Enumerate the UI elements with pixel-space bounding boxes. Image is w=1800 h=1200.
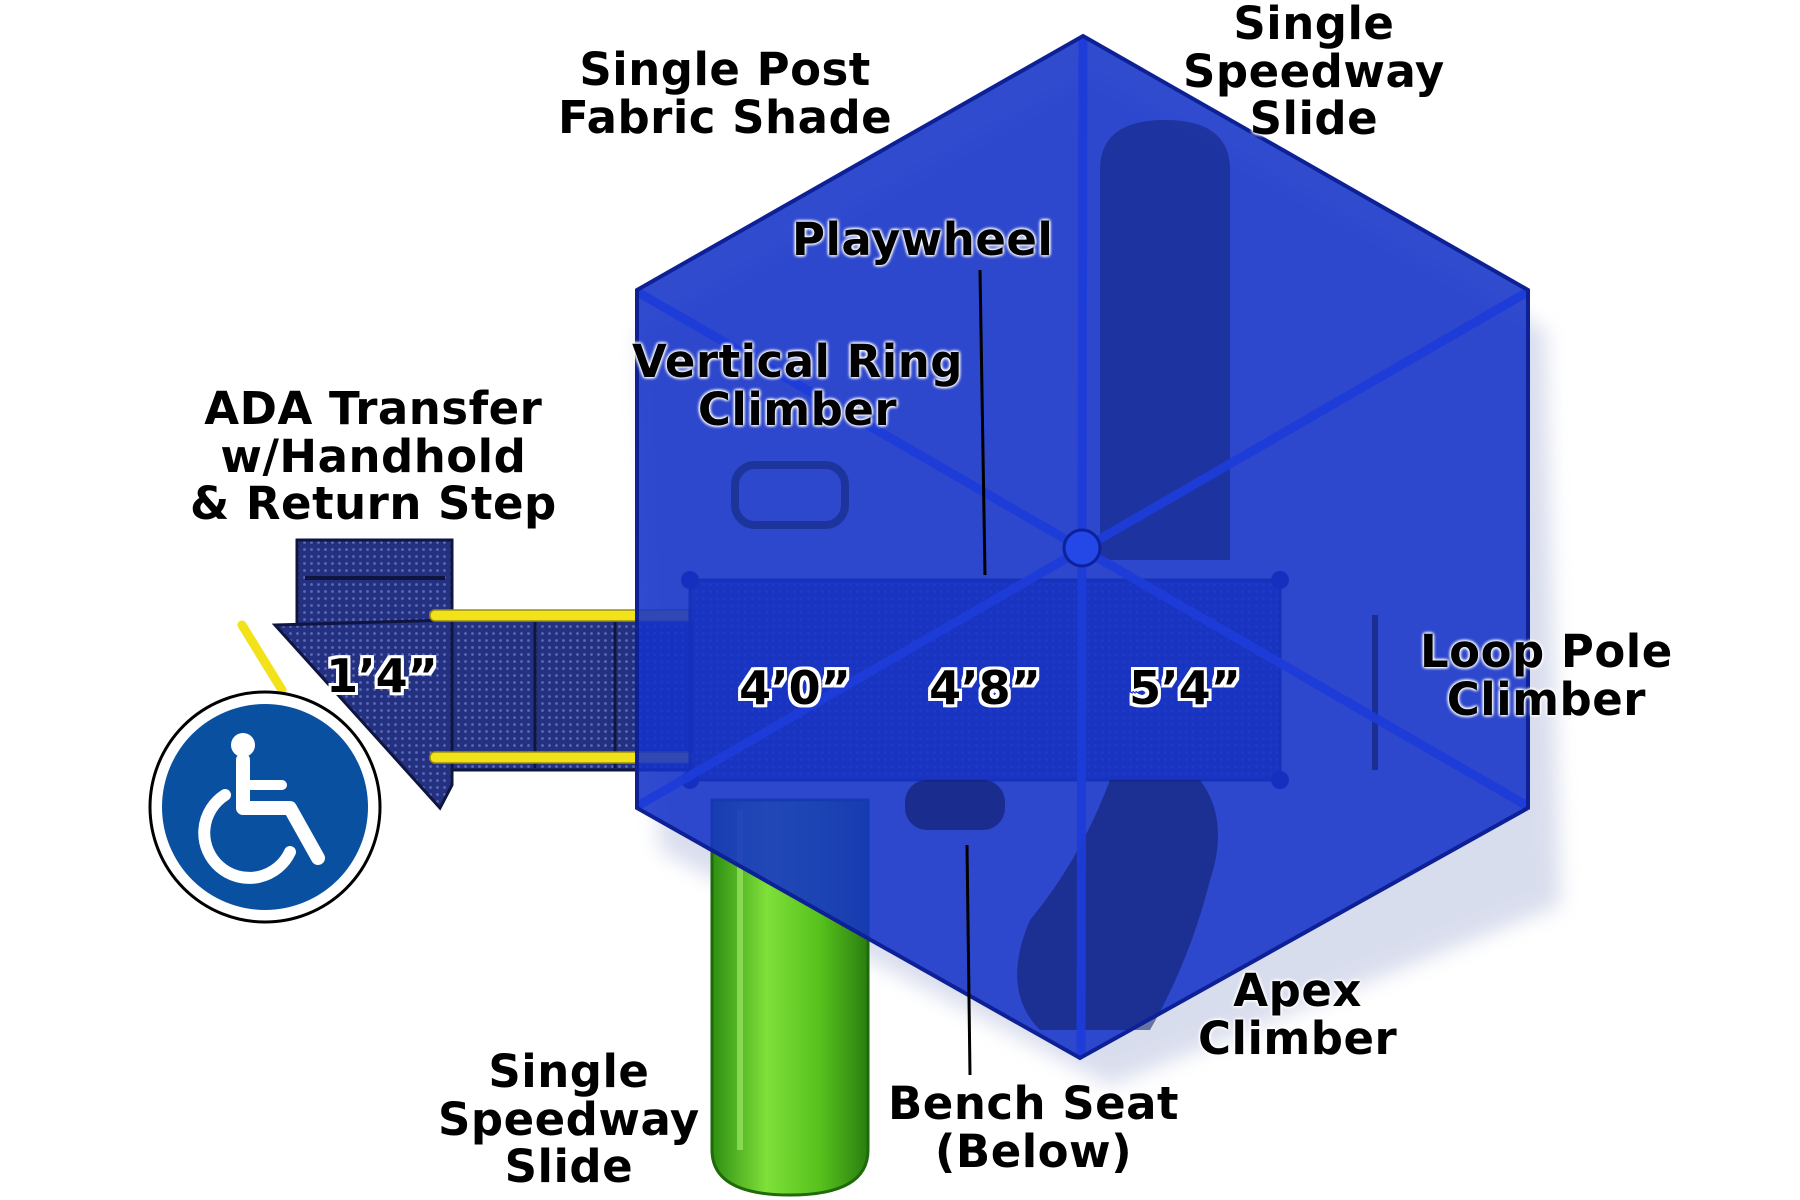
transfer-height: 1’4”	[326, 649, 438, 703]
transfer-handhold	[237, 620, 287, 695]
speedway-slide-top-label: Single Speedway Slide	[1183, 0, 1445, 146]
bench-seat	[905, 780, 1005, 830]
ada-transfer-label: ADA Transfer w/Handhold & Return Step	[190, 382, 557, 531]
top-speedway-slide	[1100, 120, 1230, 560]
bench-seat-leader	[965, 844, 972, 1076]
vertical-ring-climber	[731, 461, 849, 529]
return-step	[295, 538, 454, 637]
vertical-ring-climber-label: Vertical Ring Climber	[632, 335, 963, 436]
wheelchair-accessibility-icon	[148, 690, 382, 924]
fabric-shade-label: Single Post Fabric Shade	[558, 43, 893, 144]
transfer-deck	[271, 618, 454, 811]
bench-seat-label: Bench Seat (Below)	[888, 1077, 1180, 1178]
apex-climber	[1017, 780, 1218, 1030]
apex-climber-label: Apex Climber	[1198, 964, 1398, 1065]
deck-height-1: 4’0”	[739, 661, 851, 715]
speedway-slide-bottom-label: Single Speedway Slide	[438, 1045, 700, 1194]
playwheel-leader	[978, 269, 987, 576]
playwheel-label: Playwheel	[792, 213, 1054, 266]
loop-pole-climber-label: Loop Pole Climber	[1420, 625, 1673, 726]
deck-height-3: 5’4”	[1129, 661, 1241, 715]
ada-transfer-platform	[237, 538, 696, 811]
fabric-shade-canopy	[635, 33, 1530, 1061]
deck-height-2: 4’8”	[929, 661, 1041, 715]
